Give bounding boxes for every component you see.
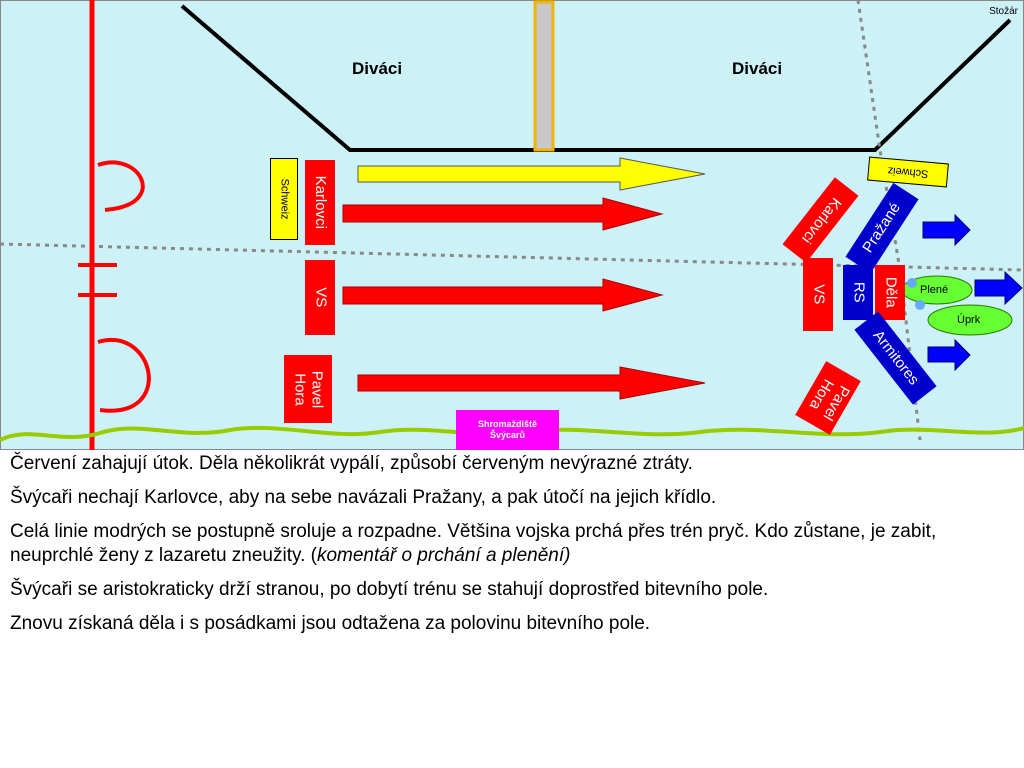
paragraph-3-italic: komentář o prchání a plenění): [316, 545, 571, 566]
unit-karlovci-left: Karlovci: [305, 160, 335, 245]
spectators-right-label: Diváci: [732, 59, 783, 78]
unit-vs-right: VS: [803, 258, 833, 331]
dotted-divider-vertical: [856, 0, 922, 441]
cloud-uprk-label: Úprk: [957, 314, 981, 326]
unit-vs-left: VS: [305, 260, 335, 335]
red-loop-top: [97, 160, 145, 212]
paragraph-1: Červení zahajují útok. Děla několikrát v…: [10, 453, 693, 474]
unit-shromazdiste: Shromaždiště Švýcarů: [456, 410, 559, 450]
paragraph-5: Znovu získaná děla i s posádkami jsou od…: [10, 613, 651, 634]
person-icon: [915, 300, 925, 310]
paragraph-2: Švýcaři nechají Karlovce, aby na sebe na…: [10, 487, 717, 508]
red-arrow-pavel-hora: [357, 366, 706, 400]
red-loop-bottom: [97, 338, 151, 413]
red-arrow-vs: [342, 278, 664, 312]
yellow-attack-arrow: [357, 157, 706, 191]
spectators-left-label: Diváci: [352, 59, 403, 78]
battle-diagram: Stožár Diváci Diváci Schweiz Karlovci VS…: [0, 0, 1024, 450]
mast: [533, 0, 555, 152]
red-arrow-karlovci: [342, 197, 664, 231]
spectator-stand-outline: [180, 4, 1012, 152]
cloud-uprk: [927, 304, 1013, 336]
paragraph-4: Švýcaři se aristokraticky drží stranou, …: [10, 579, 769, 600]
cloud-plene-label: Plené: [920, 284, 949, 296]
blue-retreat-arrow-3: [927, 338, 971, 372]
unit-schweiz-left: Schweiz: [270, 158, 298, 240]
unit-pavel-hora-left: Pavel Hora: [284, 355, 332, 423]
paragraph-3-main: Celá linie modrých se postupně sroluje a…: [10, 521, 937, 566]
unit-dela: Děla: [875, 265, 905, 320]
description-text: Červení zahajují útok. Děla několikrát v…: [10, 452, 1010, 646]
person-icon: [907, 278, 917, 288]
unit-rs: RS: [843, 265, 873, 320]
corner-label: Stožár: [989, 6, 1018, 17]
blue-retreat-arrow-1: [922, 213, 971, 247]
blue-retreat-arrow-2: [974, 270, 1023, 306]
paragraph-3: Celá linie modrých se postupně sroluje a…: [10, 520, 1010, 568]
